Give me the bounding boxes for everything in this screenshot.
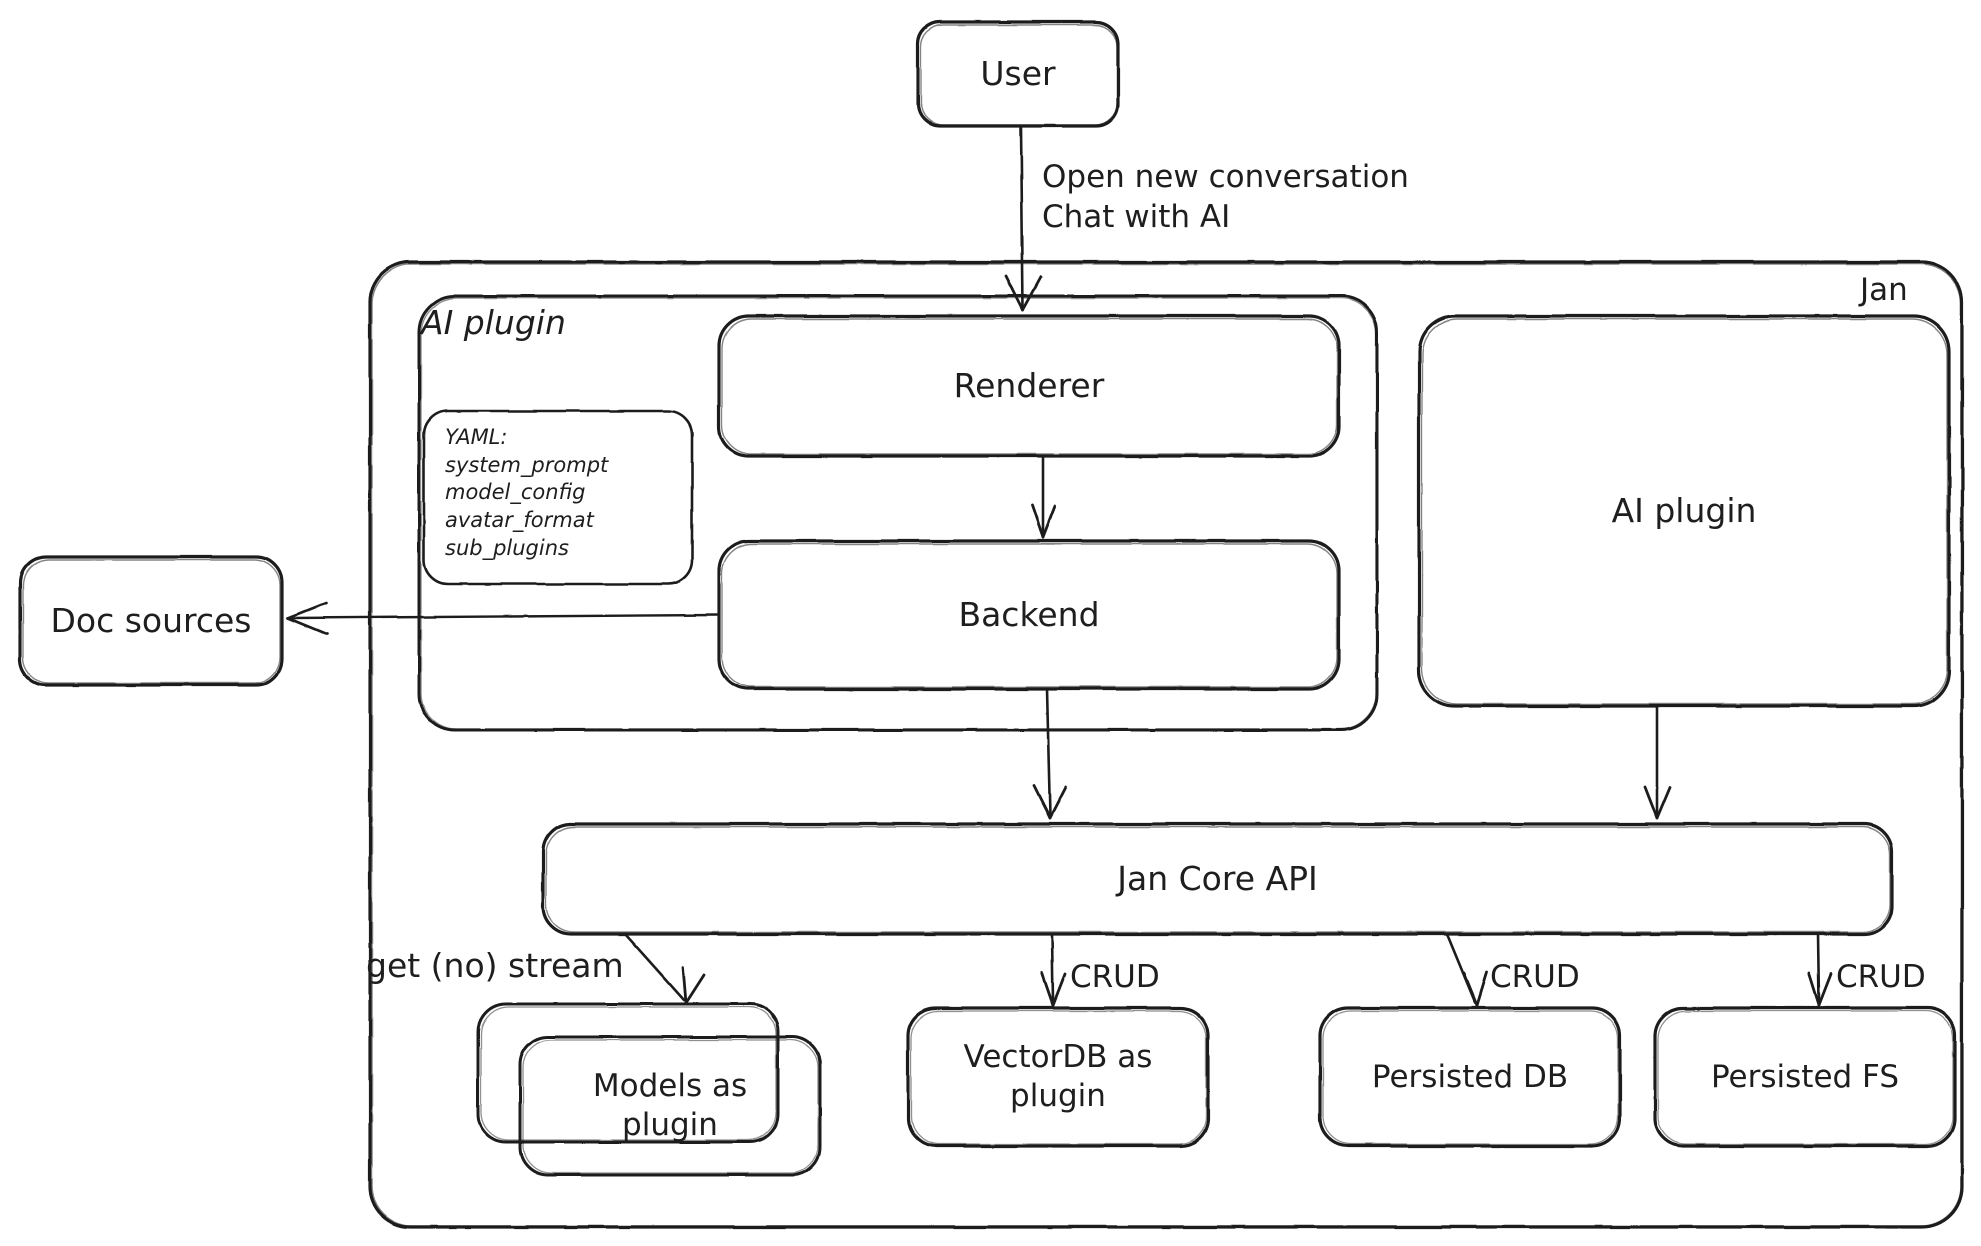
jan-core-api-shape <box>541 822 1894 936</box>
group-label-jan: Jan <box>1860 272 1908 308</box>
node-doc-sources[interactable] <box>20 557 282 685</box>
group-label-ai-plugin: AI plugin <box>421 303 566 342</box>
edge-backend-to-doc-sources <box>286 601 721 636</box>
ai-plugin-shape <box>1417 314 1951 708</box>
models-as-plugin-shape <box>518 1035 822 1177</box>
node-backend[interactable] <box>719 541 1339 689</box>
edge-core-api-to-models <box>623 932 706 1005</box>
ai-plugin-group-shape <box>417 294 1379 732</box>
edge-user-to-renderer <box>1004 126 1043 312</box>
node-yaml-note[interactable] <box>424 411 692 584</box>
persisted-db-shape <box>1318 1006 1622 1148</box>
doc-sources-shape <box>18 555 284 687</box>
edge-ai-plugin-to-core-api <box>1643 704 1672 820</box>
node-renderer[interactable] <box>719 316 1339 456</box>
edge-label-get-no-stream: get (no) stream <box>366 946 624 985</box>
edge-core-api-to-persisted-db <box>1445 932 1489 1007</box>
edge-label-crud-persisted-fs: CRUD <box>1836 959 1926 995</box>
models-as-plugin-back-shape <box>476 1002 780 1144</box>
node-vectordb-as-plugin[interactable] <box>908 1008 1208 1146</box>
node-persisted-db[interactable] <box>1320 1008 1620 1146</box>
renderer-shape <box>717 314 1341 458</box>
node-models-as-plugin[interactable] <box>520 1037 820 1175</box>
jan-container-shape <box>368 260 1964 1229</box>
edge-label-crud-persisted-db: CRUD <box>1490 959 1580 995</box>
node-user[interactable] <box>918 22 1118 126</box>
yaml-note-text: YAML: system_prompt model_config avatar_… <box>445 425 609 560</box>
edge-renderer-to-backend <box>1030 456 1057 539</box>
node-jan-core-api[interactable] <box>543 824 1892 934</box>
node-persisted-fs[interactable] <box>1655 1008 1955 1146</box>
user-shape <box>916 20 1120 128</box>
edge-label-crud-vectordb: CRUD <box>1070 959 1160 995</box>
vectordb-as-plugin-shape <box>906 1006 1210 1148</box>
edge-core-api-to-persisted-fs <box>1807 932 1833 1007</box>
persisted-fs-shape <box>1653 1006 1957 1148</box>
node-ai-plugin[interactable] <box>1419 316 1949 706</box>
edge-label-user-to-renderer: Open new conversation Chat with AI <box>1042 159 1409 236</box>
edge-backend-to-core-api <box>1032 687 1068 820</box>
yaml-note-shape <box>422 409 694 586</box>
edge-core-api-to-vectordb <box>1040 932 1067 1007</box>
